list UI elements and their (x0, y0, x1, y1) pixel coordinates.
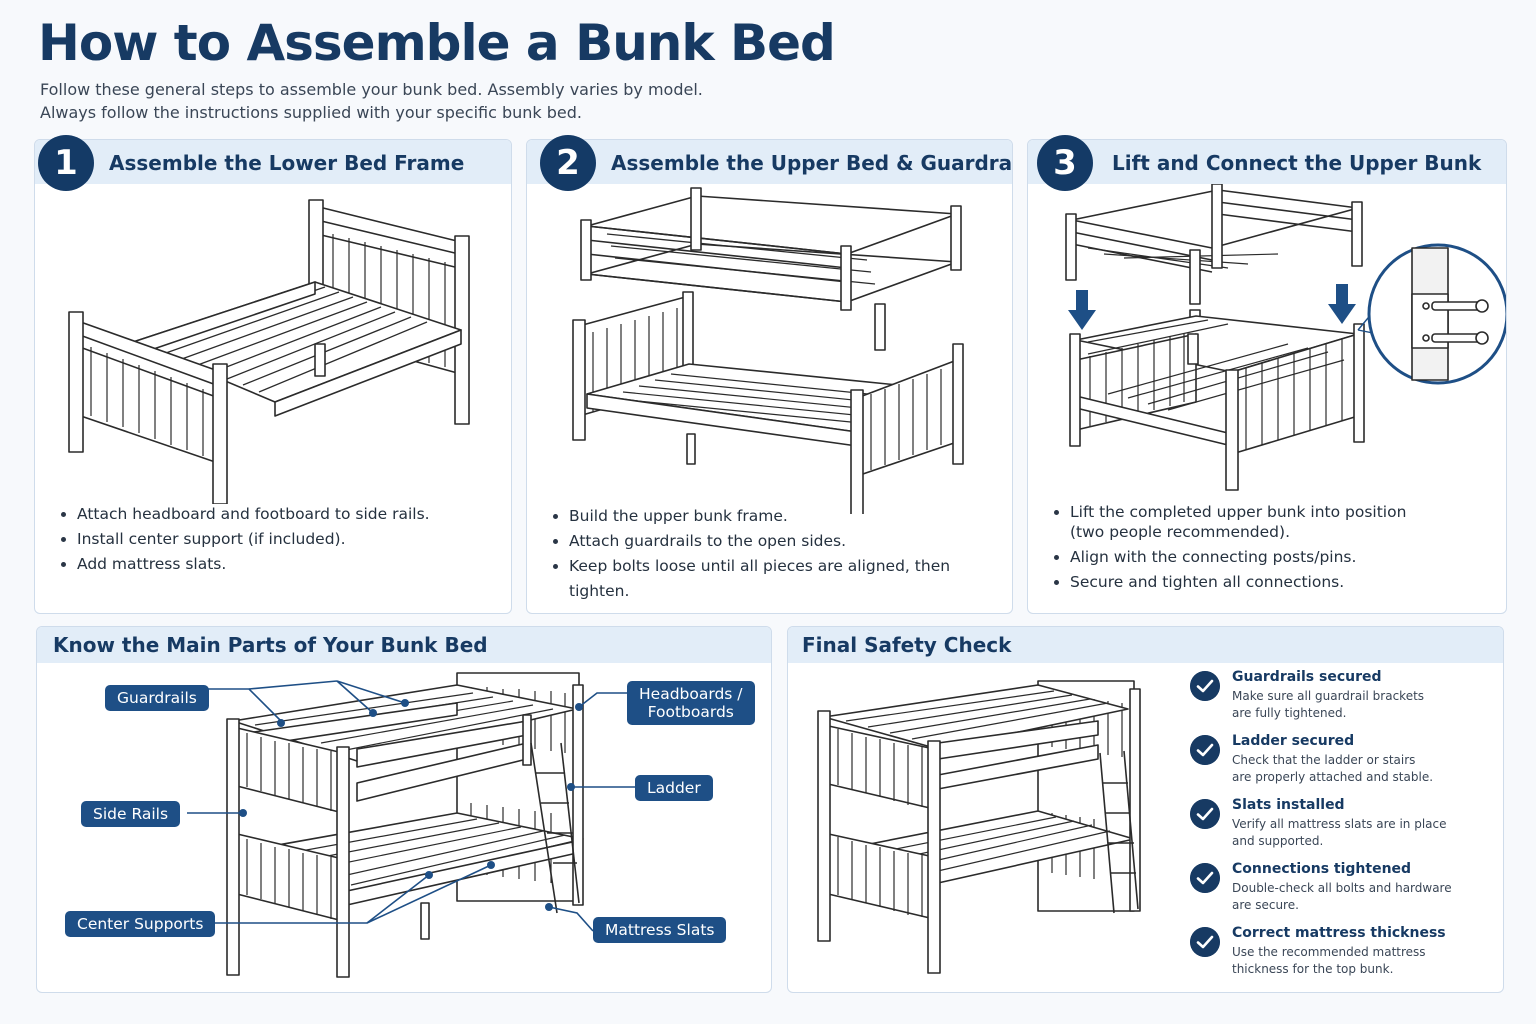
check-desc-line: are fully tightened. (1232, 706, 1347, 720)
label-side-rails: Side Rails (81, 801, 181, 827)
label-headboards-line-1: Headboards / (639, 685, 743, 703)
label-ladder: Ladder (635, 775, 713, 801)
check-description: Double-check all bolts and hardware are … (1232, 880, 1472, 914)
step-2-card: Assemble the Upper Bed & Guardrails (526, 139, 1013, 614)
safety-card: Final Safety Check (787, 626, 1504, 993)
check-description: Verify all mattress slats are in place a… (1232, 816, 1472, 850)
check-description: Use the recommended mattress thickness f… (1232, 944, 1472, 978)
check-title: Correct mattress thickness (1232, 925, 1446, 941)
check-desc-line: Verify all mattress slats are in place (1232, 817, 1447, 831)
check-desc-line: are secure. (1232, 898, 1299, 912)
check-ladder: Ladder secured Check that the ladder or … (1190, 733, 1490, 797)
check-desc-line: and supported. (1232, 834, 1324, 848)
safety-header: Final Safety Check (788, 627, 1503, 663)
check-guardrails: Guardrails secured Make sure all guardra… (1190, 669, 1490, 733)
check-desc-line: Double-check all bolts and hardware (1232, 881, 1452, 895)
check-description: Make sure all guardrail brackets are ful… (1232, 688, 1472, 722)
step-3-bullets: Lift the completed upper bunk into posit… (1054, 500, 1406, 595)
check-title: Slats installed (1232, 797, 1345, 813)
step-3-bullet: Lift the completed upper bunk into posit… (1054, 500, 1406, 525)
parts-card: Know the Main Parts of Your Bunk Bed (36, 626, 772, 993)
complete-bunk-bed-illustration (817, 680, 1141, 974)
check-title: Guardrails secured (1232, 669, 1382, 685)
check-desc-line: thickness for the top bunk. (1232, 962, 1394, 976)
checkmark-icon (1190, 799, 1220, 829)
lower-bed-frame-illustration (68, 199, 470, 504)
label-mattress-slats: Mattress Slats (593, 917, 727, 943)
bunk-bed-parts-illustration (187, 672, 635, 978)
label-headboards-line-2: Footboards (647, 703, 734, 721)
label-headboards-footboards: Headboards / Footboards (627, 681, 755, 725)
step-2-bullets: Build the upper bunk frame. Attach guard… (553, 504, 1012, 604)
safety-checklist: Guardrails secured Make sure all guardra… (1190, 669, 1490, 989)
intro-line-1: Follow these general steps to assemble y… (40, 80, 703, 99)
checkmark-icon (1190, 735, 1220, 765)
check-desc-line: Use the recommended mattress (1232, 945, 1426, 959)
step-1-bullet: Install center support (if included). (61, 527, 430, 552)
step-1-card: Assemble the Lower Bed Frame (34, 139, 512, 614)
step-1-bullet: Attach headboard and footboard to side r… (61, 502, 430, 527)
check-connections: Connections tightened Double-check all b… (1190, 861, 1490, 925)
step-3-bullet: Secure and tighten all connections. (1054, 570, 1406, 595)
step-3-number-badge: 3 (1037, 135, 1093, 191)
step-3-header: Lift and Connect the Upper Bunk (1028, 140, 1506, 184)
checkmark-icon (1190, 671, 1220, 701)
parts-header: Know the Main Parts of Your Bunk Bed (37, 627, 771, 663)
checkmark-icon (1190, 863, 1220, 893)
step-1-bullets: Attach headboard and footboard to side r… (61, 502, 430, 577)
check-desc-line: Check that the ladder or stairs (1232, 753, 1416, 767)
check-mattress-thickness: Correct mattress thickness Use the recom… (1190, 925, 1490, 989)
step-3-bullet: Align with the connecting posts/pins. (1054, 545, 1406, 570)
step-3-bullet-continuation: (two people recommended). (1070, 523, 1290, 541)
check-slats: Slats installed Verify all mattress slat… (1190, 797, 1490, 861)
step-3-card: Lift and Connect the Upper Bunk (1027, 139, 1507, 614)
step-2-bullet: Keep bolts loose until all pieces are al… (553, 554, 1012, 604)
page-title: How to Assemble a Bunk Bed (38, 14, 836, 72)
intro-text: Follow these general steps to assemble y… (40, 78, 703, 124)
step-1-header: Assemble the Lower Bed Frame (35, 140, 511, 184)
step-2-header: Assemble the Upper Bed & Guardrails (527, 140, 1012, 184)
step-2-title: Assemble the Upper Bed & Guardrails (611, 151, 1013, 175)
connect-upper-bunk-illustration (1065, 184, 1506, 491)
step-2-bullet: Build the upper bunk frame. (553, 504, 1012, 529)
step-1-bullet: Add mattress slats. (61, 552, 430, 577)
step-2-number-badge: 2 (540, 135, 596, 191)
step-3-title: Lift and Connect the Upper Bunk (1112, 151, 1482, 175)
check-desc-line: Make sure all guardrail brackets (1232, 689, 1425, 703)
step-1-title: Assemble the Lower Bed Frame (109, 151, 465, 175)
step-2-bullet: Attach guardrails to the open sides. (553, 529, 1012, 554)
checkmark-icon (1190, 927, 1220, 957)
label-center-supports: Center Supports (65, 911, 216, 937)
safety-title: Final Safety Check (802, 633, 1012, 657)
upper-bed-illustration (572, 187, 964, 514)
check-title: Connections tightened (1232, 861, 1412, 877)
check-title: Ladder secured (1232, 733, 1355, 749)
check-description: Check that the ladder or stairs are prop… (1232, 752, 1472, 786)
check-desc-line: are properly attached and stable. (1232, 770, 1434, 784)
step-1-number-badge: 1 (38, 135, 94, 191)
intro-line-2: Always follow the instructions supplied … (40, 103, 582, 122)
label-guardrails: Guardrails (105, 685, 209, 711)
parts-title: Know the Main Parts of Your Bunk Bed (53, 633, 488, 657)
